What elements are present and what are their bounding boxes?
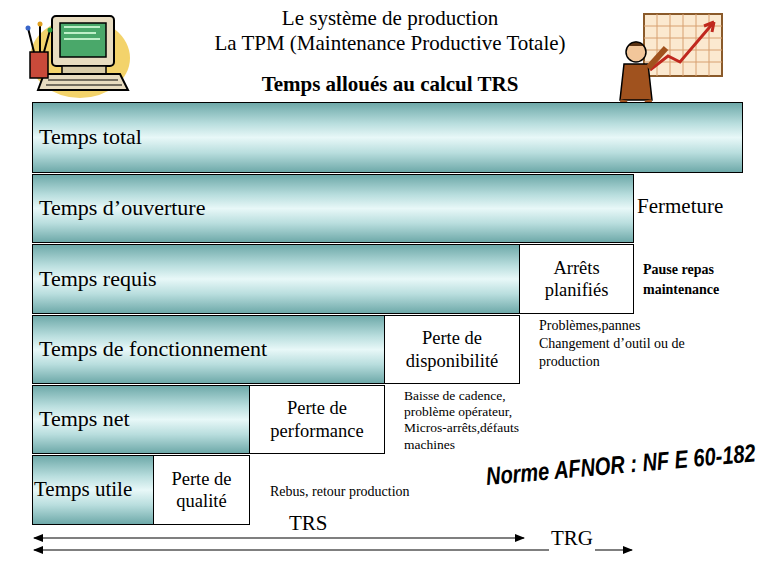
title: Le système de production [0, 6, 768, 31]
loss-note: Rebus, retour production [270, 484, 410, 500]
time-bar: Temps total [32, 102, 743, 173]
time-bar: Temps net [32, 385, 250, 454]
loss-label: Perte de disponibilité [385, 327, 519, 371]
trs-arrow [34, 537, 524, 538]
loss-note: Pause repas maintenance [643, 260, 743, 301]
bar-label: Temps total [39, 124, 142, 150]
time-bar: Temps d’ouverture [32, 174, 634, 243]
time-bar: Temps utile [32, 455, 154, 525]
loss-box: Perte de performance [249, 385, 385, 454]
loss-note: Fermeture [637, 194, 723, 219]
trg-arrow [34, 549, 632, 550]
loss-note: Baisse de cadence, problème opérateur, M… [404, 388, 554, 453]
computer-clipart [26, 16, 131, 98]
loss-box: Perte de disponibilité [384, 315, 520, 384]
bar-label: Temps d’ouverture [39, 195, 205, 221]
loss-label: Perte de performance [250, 397, 384, 441]
loss-box: Arrêts planifiés [519, 244, 634, 314]
section-heading: Temps alloués au calcul TRS [0, 72, 768, 97]
standard-reference: Norme AFNOR : NF E 60-182 [485, 438, 757, 490]
loss-box: Perte de qualité [153, 455, 250, 525]
time-bar: Temps de fonctionnement [32, 315, 385, 384]
time-bar: Temps requis [32, 244, 520, 314]
loss-label: Arrêts planifiés [520, 257, 633, 301]
ratio-label: TRS [289, 511, 328, 536]
bar-label: Temps de fonctionnement [39, 336, 267, 362]
loss-note: Problèmes,pannes Changement d’outil ou d… [539, 317, 689, 372]
ratio-label: TRG [549, 526, 595, 551]
bar-label: Temps requis [39, 266, 157, 292]
loss-label: Perte de qualité [154, 468, 249, 512]
bar-label: Temps utile [34, 477, 132, 502]
bar-label: Temps net [39, 406, 130, 432]
subtitle: La TPM (Maintenance Productive Totale) [0, 31, 768, 56]
